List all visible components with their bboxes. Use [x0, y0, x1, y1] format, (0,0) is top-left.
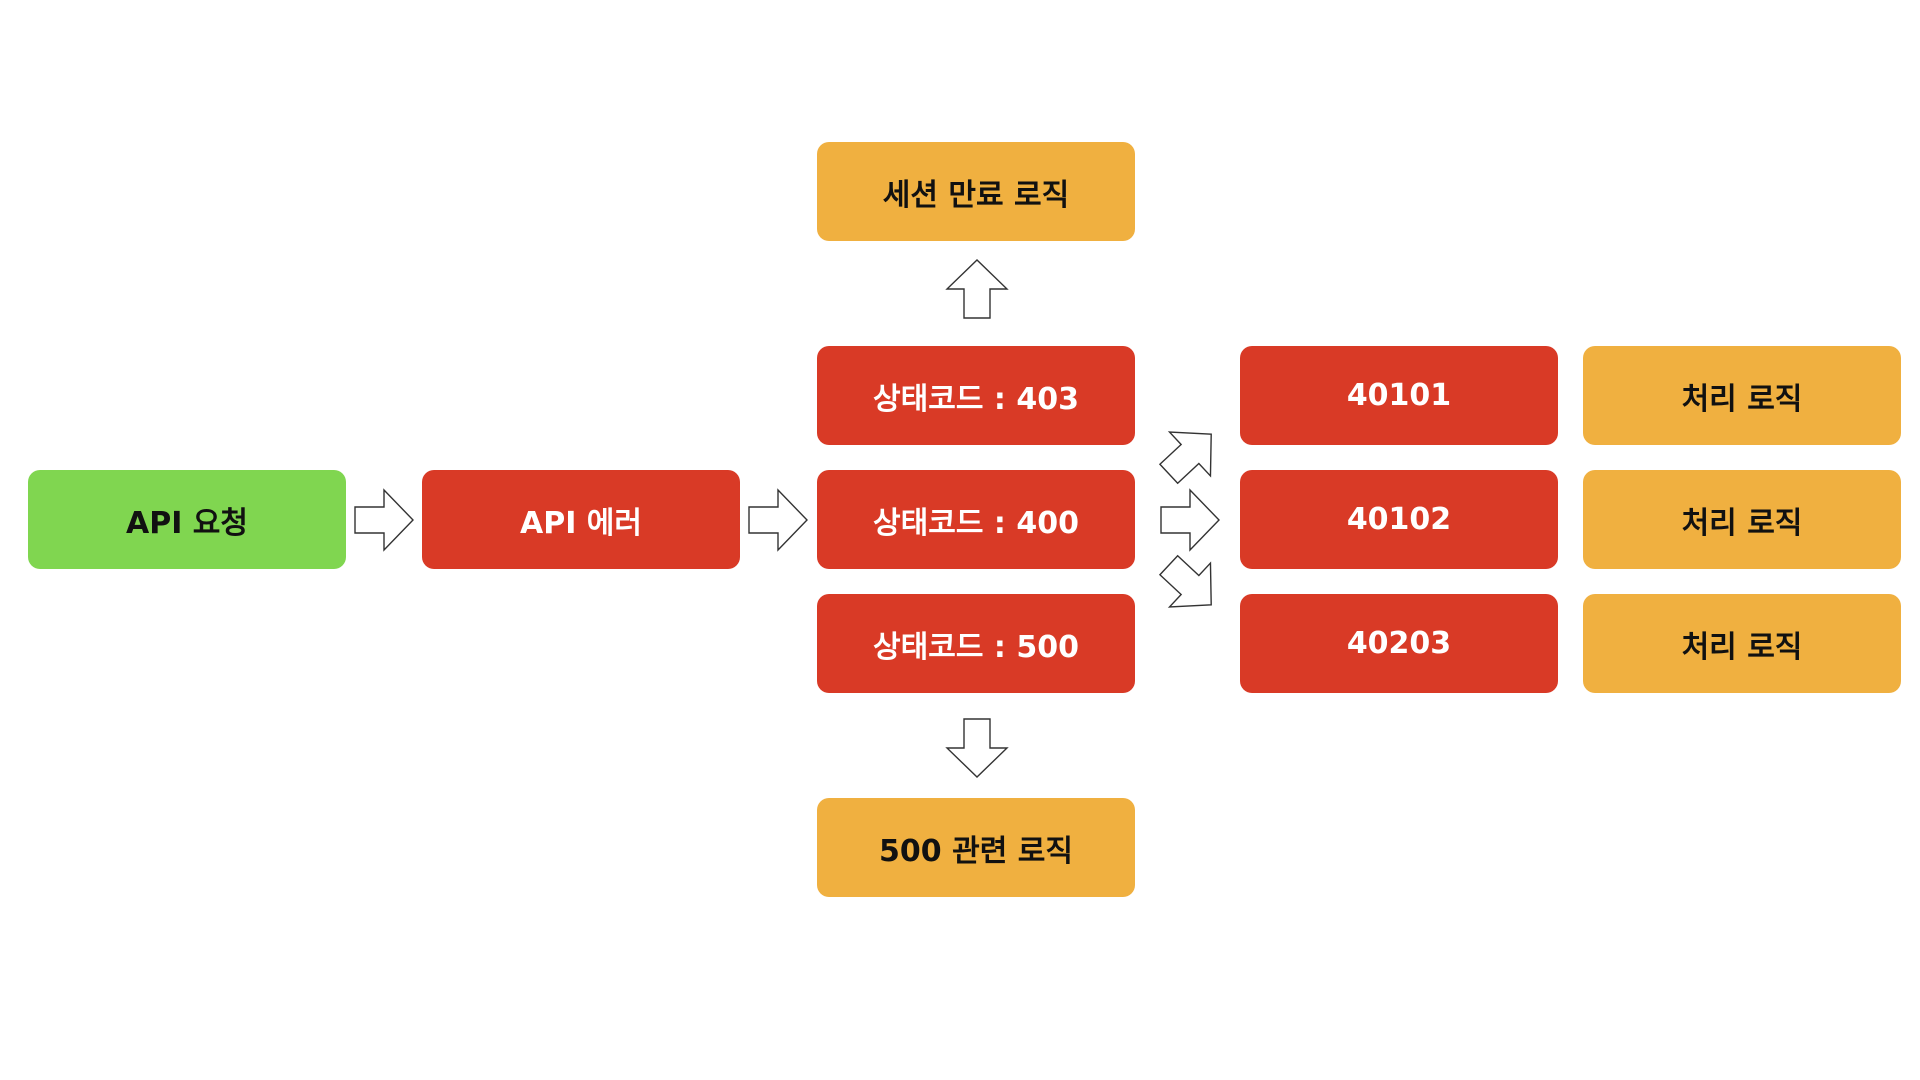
server-error-logic-node: 500 관련 로직	[817, 798, 1135, 897]
arrow-request-to-error	[354, 488, 414, 552]
api-request-label: API 요청	[125, 505, 248, 541]
handler-logic-label-3: 처리 로직	[1681, 629, 1803, 665]
status-code-403-node: 상태코드 : 403	[817, 346, 1135, 445]
handler-logic-label-1: 처리 로직	[1681, 381, 1803, 417]
status-code-400-label: 상태코드 : 400	[873, 505, 1079, 541]
handler-logic-node-3: 처리 로직	[1583, 594, 1901, 693]
session-expire-logic-node: 세션 만료 로직	[817, 142, 1135, 241]
arrow-up-to-session-logic	[945, 259, 1009, 319]
api-request-node: API 요청	[28, 470, 346, 569]
error-code-40102-label: 40102	[1346, 502, 1452, 537]
status-code-403-label: 상태코드 : 403	[873, 381, 1079, 417]
handler-logic-label-2: 처리 로직	[1681, 505, 1803, 541]
arrow-to-40203	[1158, 554, 1212, 608]
status-code-500-label: 상태코드 : 500	[873, 629, 1079, 665]
arrow-down-to-server-logic	[945, 718, 1009, 778]
arrow-to-40101	[1158, 431, 1212, 485]
error-code-40101-node: 40101	[1240, 346, 1558, 445]
error-code-40203-node: 40203	[1240, 594, 1558, 693]
handler-logic-node-1: 처리 로직	[1583, 346, 1901, 445]
api-error-label: API 에러	[519, 505, 642, 541]
handler-logic-node-2: 처리 로직	[1583, 470, 1901, 569]
arrow-to-40102	[1160, 488, 1220, 552]
error-code-40102-node: 40102	[1240, 470, 1558, 569]
status-code-400-node: 상태코드 : 400	[817, 470, 1135, 569]
error-code-40203-label: 40203	[1346, 626, 1452, 661]
server-error-logic-label: 500 관련 로직	[879, 833, 1073, 869]
api-error-node: API 에러	[422, 470, 740, 569]
arrow-error-to-status-400	[748, 488, 808, 552]
status-code-500-node: 상태코드 : 500	[817, 594, 1135, 693]
session-expire-logic-label: 세션 만료 로직	[882, 177, 1070, 213]
error-code-40101-label: 40101	[1346, 378, 1452, 413]
